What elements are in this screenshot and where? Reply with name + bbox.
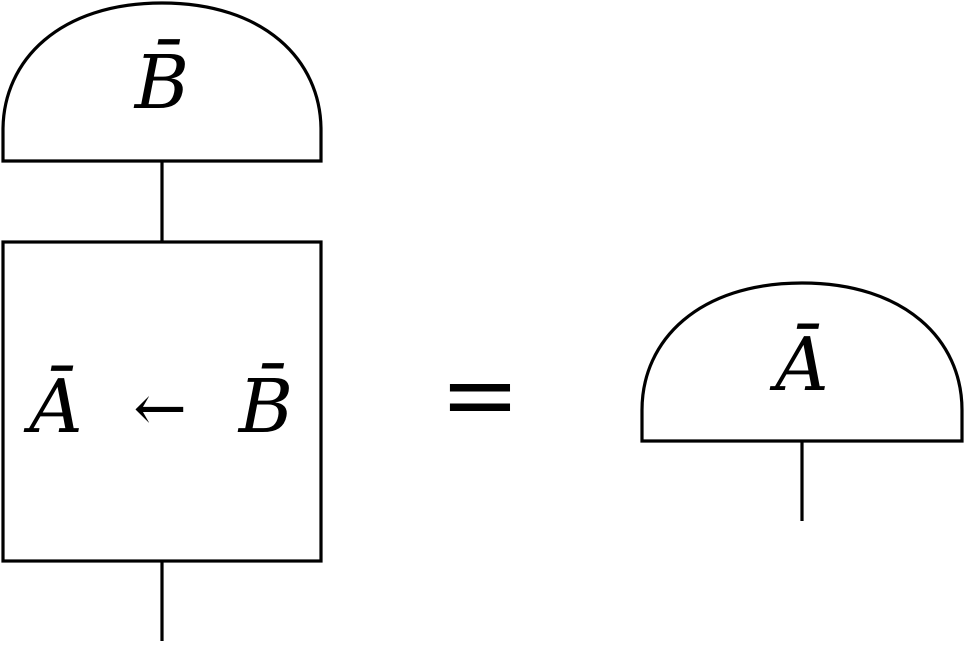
process-box: Ā ← B̄ <box>1 240 323 563</box>
left-effect: B̄ <box>1 1 323 163</box>
left-effect-dome <box>1 1 323 163</box>
left-effect-label: B̄ <box>133 39 189 126</box>
box-output-label: B̄ <box>237 363 293 450</box>
equals-sign: = <box>440 339 520 451</box>
right-effect: Ā <box>640 281 964 443</box>
box-input-label: Ā <box>23 364 82 450</box>
box-arrow: ← <box>133 372 187 446</box>
right-effect-dome <box>640 281 964 443</box>
right-effect-label: Ā <box>769 322 828 408</box>
